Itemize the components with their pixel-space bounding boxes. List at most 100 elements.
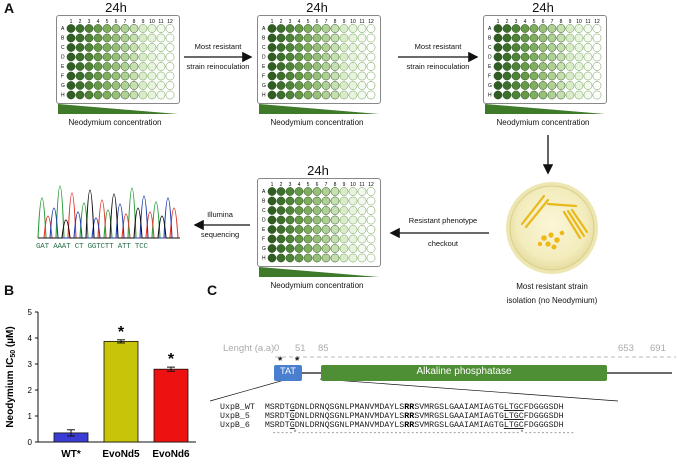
plate-well <box>357 253 367 263</box>
plate-well <box>330 71 340 81</box>
plate-column-label: 10 <box>350 182 356 188</box>
plate-well <box>102 90 112 100</box>
plate-well <box>547 43 557 52</box>
sequence-alignment: UxpB_WT MSRDTGDNLDRNQSGNLPMANVMDAYLSRRSV… <box>220 403 574 438</box>
plate-well <box>493 62 503 71</box>
plate-row-label: D <box>262 55 266 61</box>
plate-well <box>583 52 593 62</box>
y-tick-label: 5 <box>28 308 33 317</box>
concentration-ramp <box>58 104 178 114</box>
plate-well <box>366 24 376 33</box>
plate-well <box>556 24 566 33</box>
plate-row-label: G <box>262 246 266 252</box>
plate-well <box>583 71 593 81</box>
plate-well <box>348 187 358 196</box>
plate-well <box>321 206 331 215</box>
plate-well <box>75 62 85 71</box>
plate-well <box>129 62 139 71</box>
plate-well <box>321 33 331 43</box>
plate-well <box>330 206 340 215</box>
plate-well <box>493 81 503 90</box>
panel-b-letter: B <box>4 282 15 298</box>
plate-well <box>165 62 175 71</box>
plate-well <box>321 43 331 52</box>
plate-well <box>348 90 358 100</box>
bar <box>153 368 189 443</box>
plate-row-label: D <box>61 55 65 61</box>
plate-well <box>547 71 557 81</box>
sequence-name: UxpB_5 <box>220 412 265 421</box>
concentration-label: Neodymium concentration <box>270 281 364 290</box>
alignment-row: UxpB_WT MSRDTGDNLDRNQSGNLPMANVMDAYLSRRSV… <box>220 403 574 412</box>
plate-well <box>138 62 148 71</box>
plate-well <box>294 90 304 100</box>
lipobox-motif: LTGC <box>503 421 524 430</box>
plate-well <box>357 206 367 215</box>
sequence-segment: FDGGGSDH <box>523 421 564 430</box>
plate-well <box>93 71 103 81</box>
sequence-segment: DNLDRNQSGNLPMANVMDAYLS <box>294 421 405 430</box>
plate-well <box>138 24 148 33</box>
plate-well <box>366 244 376 253</box>
plate-well <box>111 62 121 71</box>
plate-well <box>276 215 286 225</box>
plate-well <box>529 81 539 90</box>
plate-well <box>366 234 376 244</box>
plate-well <box>93 62 103 71</box>
plate-well <box>538 43 548 52</box>
plate-row-label: B <box>61 36 65 42</box>
plate-well <box>520 90 530 100</box>
plate-well <box>321 253 331 263</box>
plate-row-label: A <box>262 189 266 195</box>
significance-mark: * <box>168 351 175 368</box>
plate-well <box>120 90 130 100</box>
plate-well <box>592 33 602 43</box>
plate-well <box>120 81 130 90</box>
plate-well <box>592 43 602 52</box>
plate-row-label: E <box>262 227 266 233</box>
plate-well <box>583 81 593 90</box>
plate-well <box>129 24 139 33</box>
plate-well <box>303 196 313 206</box>
plate-well <box>321 52 331 62</box>
plate-column-label: 10 <box>576 19 582 25</box>
plate-well <box>294 234 304 244</box>
plate-well <box>129 90 139 100</box>
plate-well <box>84 52 94 62</box>
plate-well <box>321 225 331 234</box>
plate-column-label: 9 <box>343 182 346 188</box>
plate-row-label: F <box>262 237 265 243</box>
plate-row-label: E <box>262 64 266 70</box>
plate-column-label: 3 <box>515 19 518 25</box>
plate-well <box>84 90 94 100</box>
plate-well <box>366 253 376 263</box>
plate-row-label: H <box>262 256 266 262</box>
plate-column-label: 9 <box>343 19 346 25</box>
plate-well <box>120 43 130 52</box>
plate-well <box>165 81 175 90</box>
plate-well <box>312 52 322 62</box>
plate-well <box>583 33 593 43</box>
plate-well <box>547 90 557 100</box>
plate-well <box>285 33 295 43</box>
sequence-segment: MSRDT <box>264 403 290 412</box>
plate-well <box>348 253 358 263</box>
sequence-segment: FDGGGSDH <box>523 412 564 421</box>
plate-well <box>303 81 313 90</box>
plate-well <box>357 90 367 100</box>
plate-well <box>267 43 277 52</box>
plate-well <box>147 52 157 62</box>
plate-well <box>330 33 340 43</box>
plate-well <box>285 253 295 263</box>
plate-well <box>294 187 304 196</box>
plate-well <box>267 90 277 100</box>
plate-well <box>147 43 157 52</box>
y-tick-label: 4 <box>28 334 33 343</box>
plate-well <box>294 33 304 43</box>
substitution-site: G <box>289 421 295 430</box>
plate-well <box>276 234 286 244</box>
plate-well <box>339 71 349 81</box>
plate-column-label: 1 <box>271 19 274 25</box>
plate-well <box>303 234 313 244</box>
